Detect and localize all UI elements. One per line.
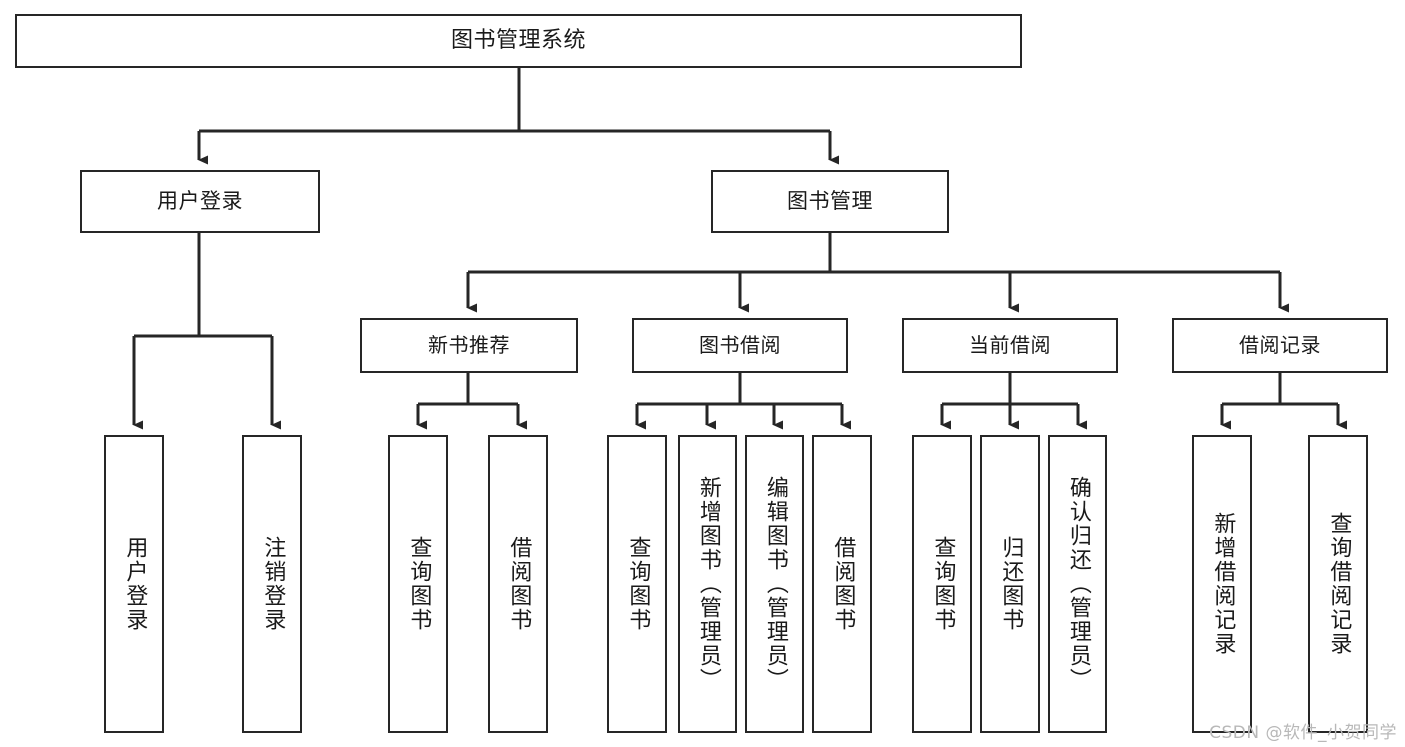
node-leaf-return-book[interactable]: 归还图书 xyxy=(980,435,1040,733)
node-user-login-label: 用户登录 xyxy=(157,189,243,214)
node-leaf-add-book[interactable]: 新增图书（管理员） xyxy=(678,435,737,733)
node-leaf-confirm-return[interactable]: 确认归还（管理员） xyxy=(1048,435,1107,733)
node-book-manage-label: 图书管理 xyxy=(787,189,873,214)
node-new-book-rec-label: 新书推荐 xyxy=(428,333,510,357)
node-leaf-add-record[interactable]: 新增借阅记录 xyxy=(1192,435,1252,733)
node-user-login[interactable]: 用户登录 xyxy=(80,170,320,233)
node-borrow-record-label: 借阅记录 xyxy=(1239,333,1321,357)
node-leaf-query-book-2-label: 查询图书 xyxy=(625,536,651,632)
node-leaf-borrow-book-2-label: 借阅图书 xyxy=(830,536,856,632)
node-leaf-user-logout[interactable]: 注销登录 xyxy=(242,435,302,733)
node-leaf-borrow-book-2[interactable]: 借阅图书 xyxy=(812,435,872,733)
node-leaf-user-login-label: 用户登录 xyxy=(122,536,148,632)
node-leaf-borrow-book-1-label: 借阅图书 xyxy=(506,536,532,632)
node-leaf-add-record-label: 新增借阅记录 xyxy=(1210,512,1236,656)
node-current-borrow-label: 当前借阅 xyxy=(969,333,1051,357)
node-leaf-query-book-3[interactable]: 查询图书 xyxy=(912,435,972,733)
node-leaf-edit-book-label: 编辑图书（管理员） xyxy=(762,476,788,692)
node-leaf-confirm-return-label: 确认归还（管理员） xyxy=(1065,476,1091,692)
node-leaf-query-book-1-label: 查询图书 xyxy=(406,536,432,632)
node-leaf-query-book-1[interactable]: 查询图书 xyxy=(388,435,448,733)
node-root[interactable]: 图书管理系统 xyxy=(15,14,1022,68)
node-borrow-record[interactable]: 借阅记录 xyxy=(1172,318,1388,373)
node-book-borrow[interactable]: 图书借阅 xyxy=(632,318,848,373)
node-leaf-user-logout-label: 注销登录 xyxy=(260,536,286,632)
node-leaf-borrow-book-1[interactable]: 借阅图书 xyxy=(488,435,548,733)
node-leaf-add-book-label: 新增图书（管理员） xyxy=(695,476,721,692)
node-leaf-edit-book[interactable]: 编辑图书（管理员） xyxy=(745,435,804,733)
node-book-manage[interactable]: 图书管理 xyxy=(711,170,949,233)
node-leaf-user-login[interactable]: 用户登录 xyxy=(104,435,164,733)
node-current-borrow[interactable]: 当前借阅 xyxy=(902,318,1118,373)
node-root-label: 图书管理系统 xyxy=(450,28,586,54)
node-leaf-query-record-label: 查询借阅记录 xyxy=(1326,512,1352,656)
node-leaf-query-book-3-label: 查询图书 xyxy=(930,536,956,632)
node-book-borrow-label: 图书借阅 xyxy=(699,333,781,357)
node-new-book-rec[interactable]: 新书推荐 xyxy=(360,318,578,373)
node-leaf-return-book-label: 归还图书 xyxy=(998,536,1024,632)
node-leaf-query-book-2[interactable]: 查询图书 xyxy=(607,435,667,733)
node-leaf-query-record[interactable]: 查询借阅记录 xyxy=(1308,435,1368,733)
